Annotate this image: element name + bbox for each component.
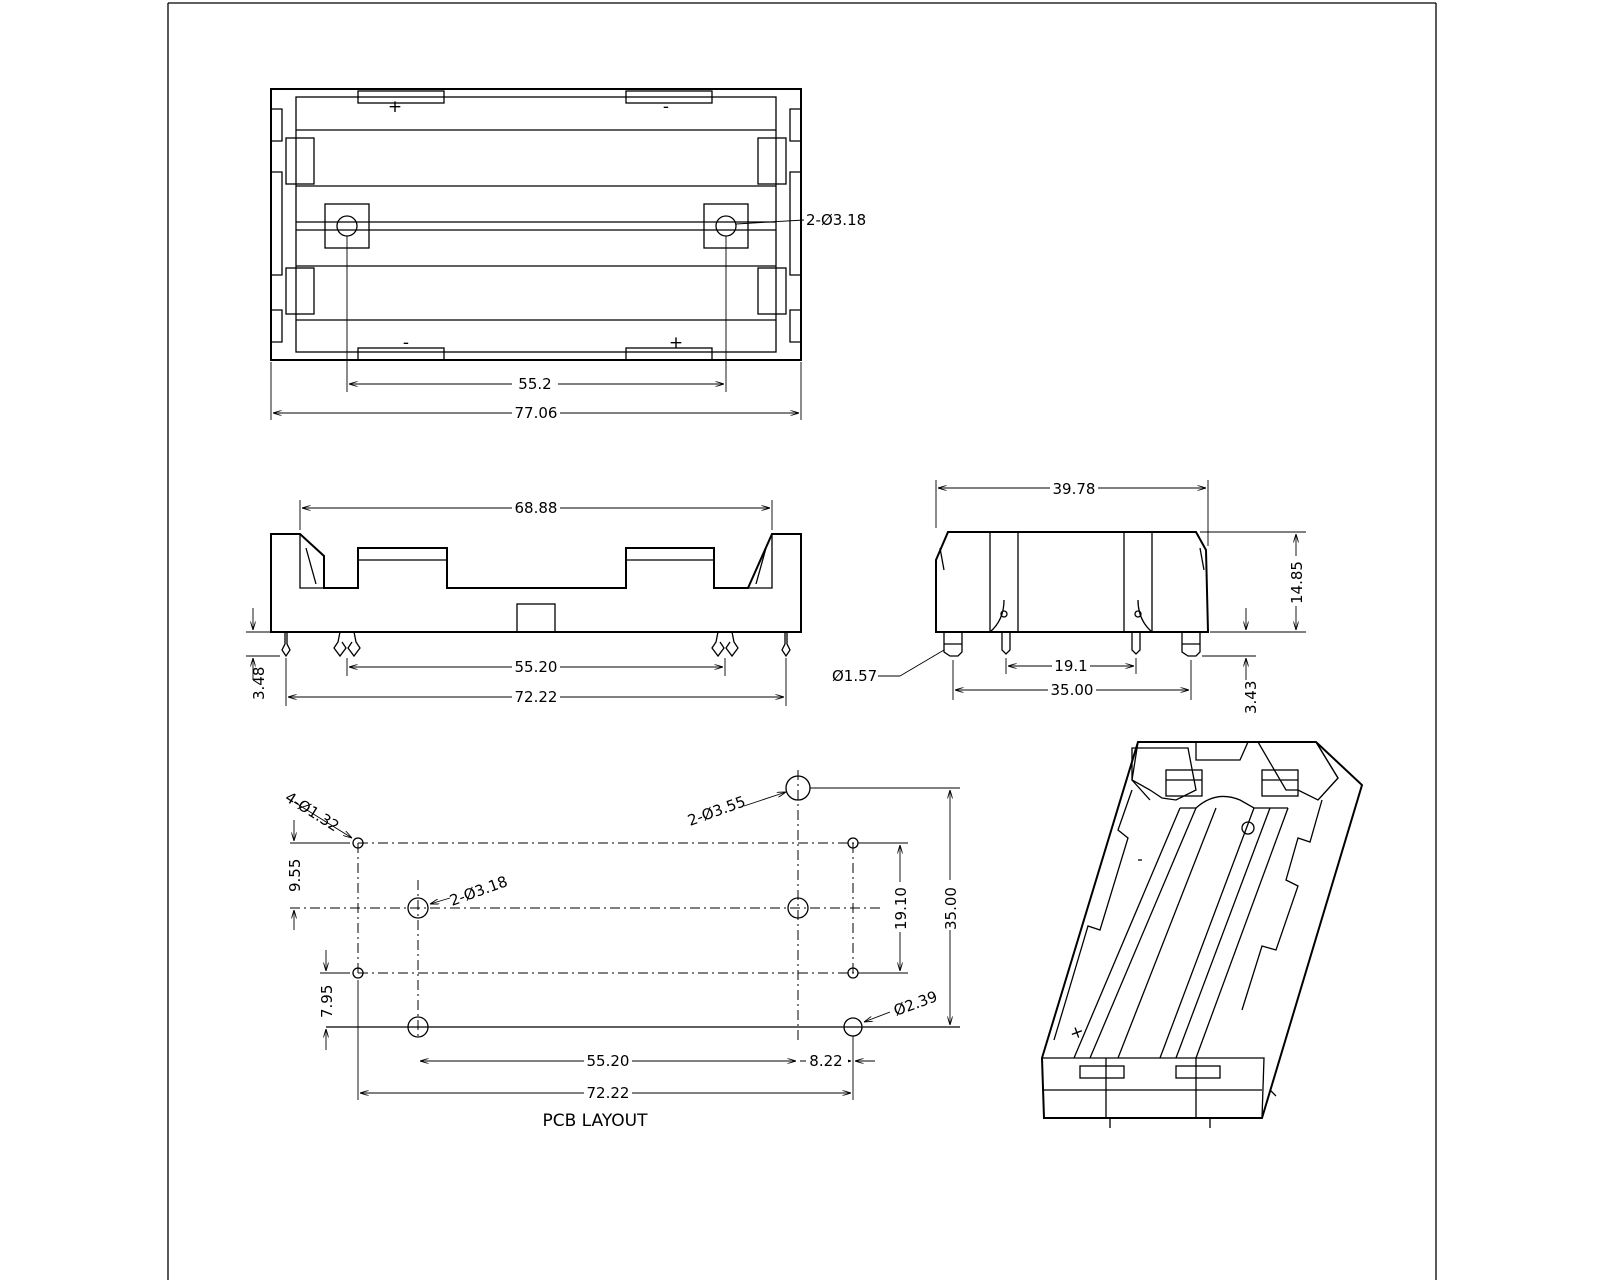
front-dim-pin-spacing: 55.20 [515,658,558,676]
front-view: 68.88 55.20 72.22 3.48 [246,498,802,706]
isometric-view: + [1040,741,1364,1128]
pcb-note-small-holes: 4-Ø1.32 [282,788,343,835]
polarity-minus-bottom: - [403,333,409,353]
pcb-note-mid-holes: 2-Ø3.18 [447,872,510,909]
dim-hole-spacing: 55.2 [518,375,551,393]
pcb-note-large-holes: 2-Ø3.55 [685,792,748,829]
front-dim-overall: 72.22 [515,688,558,706]
side-dim-width: 39.78 [1053,480,1096,498]
polarity-plus-bottom: + [669,333,683,353]
pcb-layout: 4-Ø1.32 2-Ø3.55 2-Ø3.18 Ø2.39 9.55 7.95 … [282,770,960,1131]
front-dim-top: 68.88 [515,499,558,517]
pcb-note-corner-hole: Ø2.39 [891,987,940,1019]
top-view: + - - + 2-Ø3.18 55.2 77.06 [270,88,866,422]
sheet-border [167,2,1437,1280]
polarity-minus-top: - [663,97,669,117]
pcb-dim-72-22: 72.22 [587,1084,630,1102]
pcb-dim-8-22: 8.22 [809,1052,842,1070]
iso-plus-mark: + [1067,1021,1087,1045]
front-dim-pin-height: 3.48 [250,667,268,700]
side-view: 39.78 14.85 19.1 35.00 3.43 Ø1.57 [832,478,1306,714]
dim-overall-length: 77.06 [515,404,558,422]
pcb-dim-9-55: 9.55 [286,859,304,892]
pcb-dim-35-00: 35.00 [942,887,960,930]
top-hole-note: 2-Ø3.18 [806,211,866,229]
pcb-dim-55-20: 55.20 [587,1052,630,1070]
side-dim-post-spacing: 35.00 [1051,681,1094,699]
side-dim-pin-height: 3.43 [1242,681,1260,714]
pcb-layout-title: PCB LAYOUT [542,1111,648,1131]
pcb-dim-7-95: 7.95 [318,985,336,1018]
side-dim-pin-spacing: 19.1 [1054,657,1087,675]
side-pin-diameter: Ø1.57 [832,667,877,685]
pcb-dim-19-10: 19.10 [892,887,910,930]
polarity-plus-top: + [388,97,402,117]
side-dim-height: 14.85 [1288,561,1306,604]
